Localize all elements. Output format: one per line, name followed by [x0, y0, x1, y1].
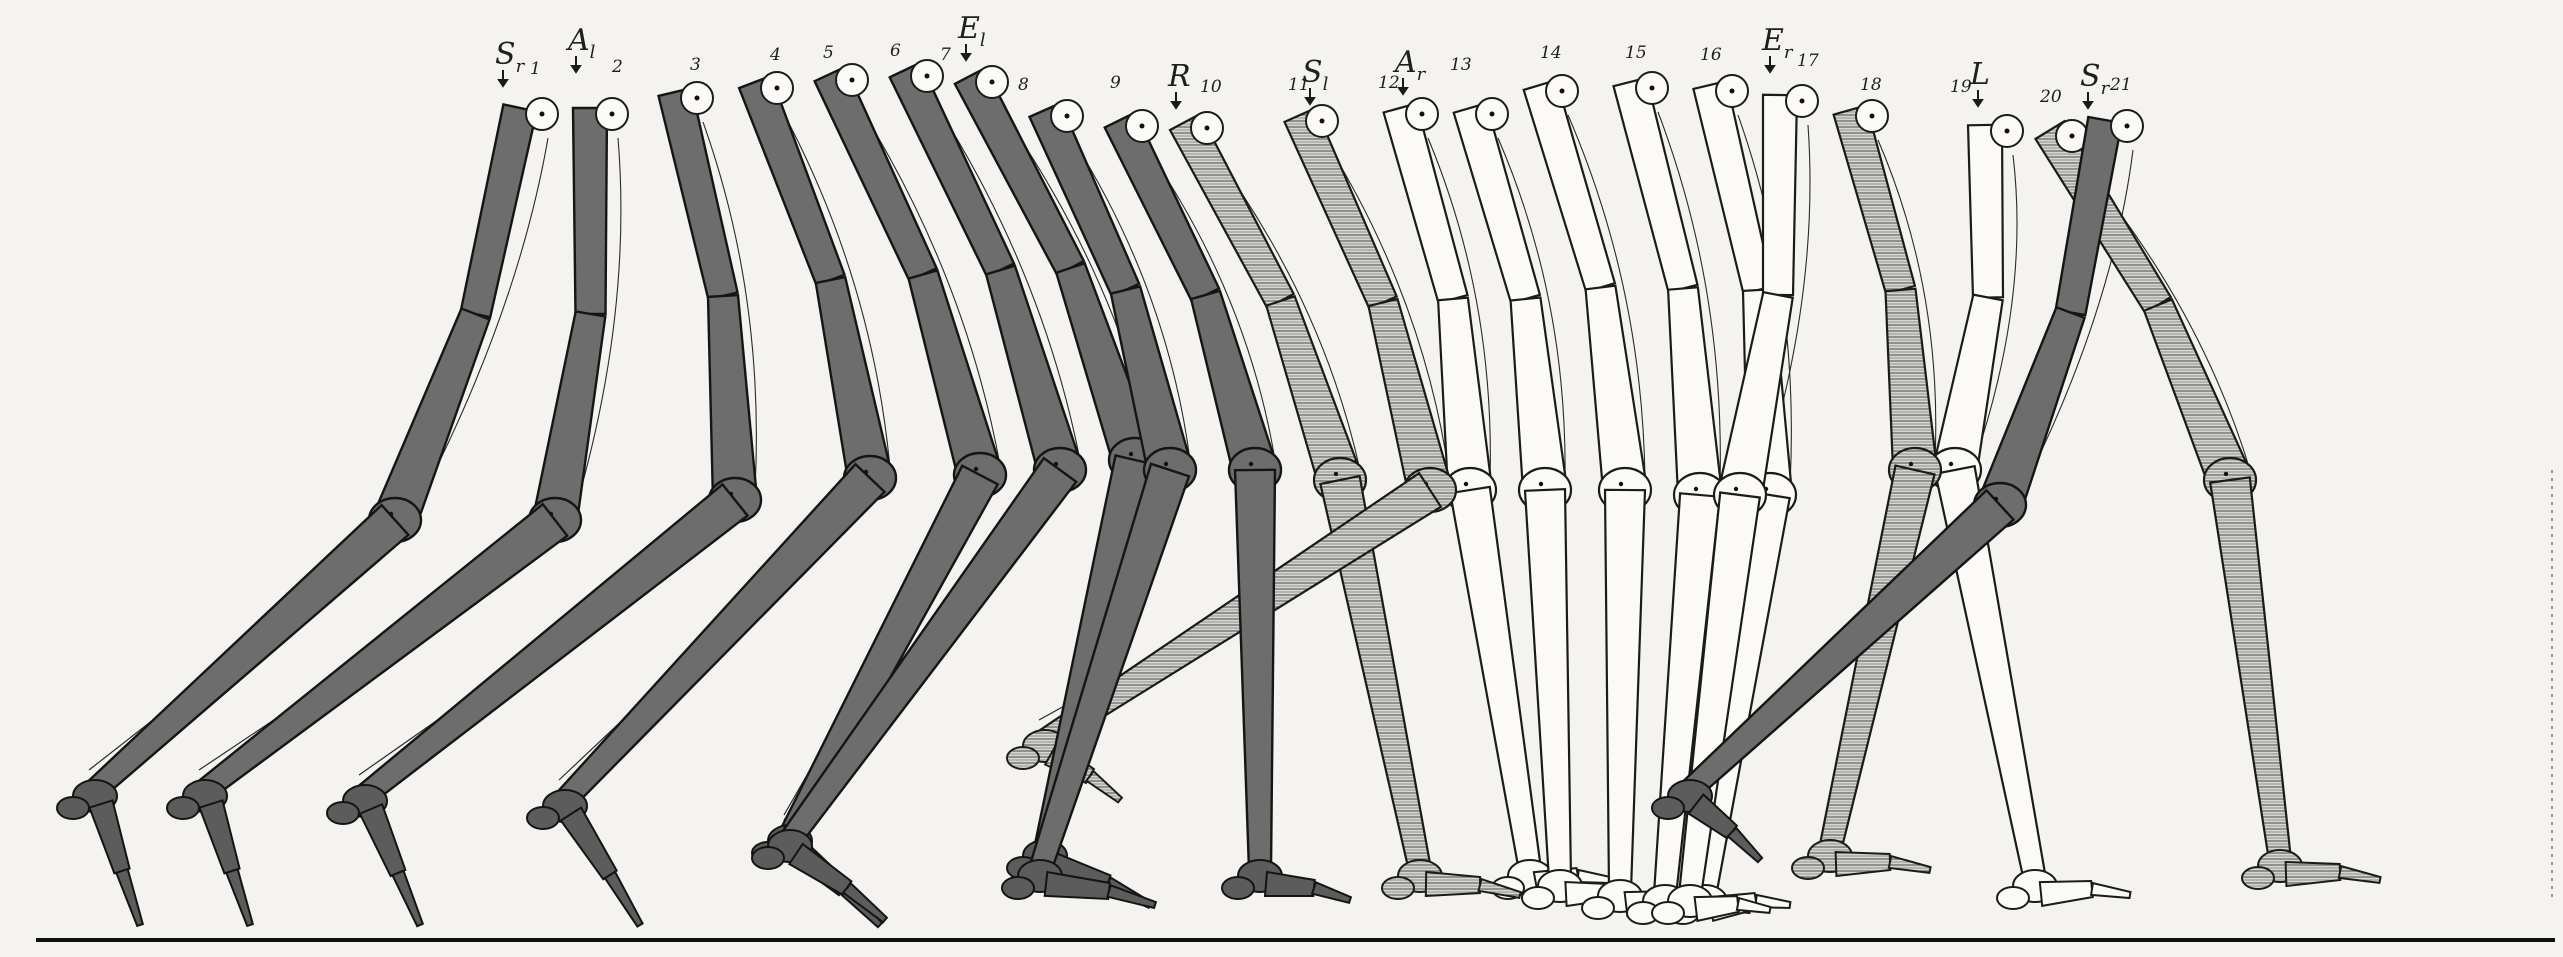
- femoral-head-dot: [1800, 99, 1805, 104]
- heel-bone: [1222, 877, 1254, 899]
- femoral-head-dot: [2005, 129, 2010, 134]
- heel-bone: [1652, 902, 1684, 924]
- knee-dot: [974, 467, 978, 471]
- phase-number-2: 2: [611, 57, 623, 77]
- heel-bone: [327, 802, 359, 824]
- femoral-head-dot: [1420, 112, 1425, 117]
- femoral-head-dot: [695, 96, 700, 101]
- femoral-head-dot: [1205, 126, 1210, 131]
- femoral-head-dot: [540, 112, 545, 117]
- phase-number-5: 5: [823, 43, 834, 63]
- femoral-head-dot: [925, 74, 930, 79]
- heel-bone: [1382, 877, 1414, 899]
- knee-dot: [1164, 462, 1168, 466]
- phase-number-15: 15: [1625, 43, 1647, 63]
- femoral-head-dot: [990, 80, 995, 85]
- heel-bone: [1652, 797, 1684, 819]
- femoral-head-dot: [1730, 89, 1735, 94]
- knee-dot: [2224, 472, 2228, 476]
- knee-dot: [1619, 482, 1623, 486]
- heel-bone: [527, 807, 559, 829]
- phase-number-16: 16: [1700, 45, 1722, 65]
- knee-dot: [1464, 482, 1468, 486]
- heel-bone: [167, 797, 199, 819]
- femur-upper: [1968, 125, 2003, 298]
- phase-number-3: 3: [690, 55, 701, 75]
- femoral-head-dot: [2125, 124, 2130, 129]
- phase-number-19: 19: [1950, 77, 1972, 97]
- femoral-head-dot: [1560, 89, 1565, 94]
- phase-number-21: 21: [2109, 75, 2132, 95]
- heel-bone: [752, 847, 784, 869]
- metatarsal: [1426, 872, 1480, 896]
- heel-bone: [2242, 867, 2274, 889]
- femoral-head-dot: [1870, 114, 1875, 119]
- femoral-head-dot: [1650, 86, 1655, 91]
- gait-event-marker-L: L: [1969, 57, 1990, 92]
- phase-number-1: 1: [530, 59, 541, 79]
- knee-dot: [1539, 482, 1543, 486]
- phase-number-4: 4: [769, 45, 781, 65]
- femoral-head-dot: [610, 112, 615, 117]
- phase-number-7: 7: [940, 45, 951, 65]
- phase-number-14: 14: [1540, 43, 1562, 63]
- heel-bone: [1522, 887, 1554, 909]
- femoral-head-dot: [1320, 119, 1325, 124]
- femoral-head-dot: [850, 78, 855, 83]
- heel-bone: [1792, 857, 1824, 879]
- knee-dot: [1129, 452, 1133, 456]
- femoral-head-dot: [775, 86, 780, 91]
- phase-number-17: 17: [1797, 51, 1819, 71]
- knee-dot: [1909, 462, 1913, 466]
- phase-number-18: 18: [1860, 75, 1882, 95]
- phase-number-9: 9: [1110, 73, 1121, 93]
- femoral-head-dot: [1065, 114, 1070, 119]
- knee-dot: [1334, 472, 1338, 476]
- gait-event-marker-R: R: [1167, 59, 1191, 94]
- femur-upper: [1763, 95, 1797, 295]
- phase-number-20: 20: [2039, 87, 2062, 107]
- phase-number-8: 8: [1018, 75, 1029, 95]
- femoral-head-dot: [1140, 124, 1145, 129]
- knee-dot: [1694, 487, 1698, 491]
- heel-bone: [57, 797, 89, 819]
- heel-bone: [1582, 897, 1614, 919]
- phase-number-6: 6: [890, 41, 901, 61]
- heel-bone: [1007, 747, 1039, 769]
- phase-number-13: 13: [1450, 55, 1472, 75]
- phase-number-10: 10: [1200, 77, 1222, 97]
- knee-dot: [1734, 487, 1738, 491]
- knee-dot: [1949, 462, 1953, 466]
- femoral-head-dot: [2070, 134, 2075, 139]
- femoral-head-dot: [1490, 112, 1495, 117]
- knee-dot: [1249, 462, 1253, 466]
- heel-bone: [1002, 877, 1034, 899]
- femur-upper: [573, 108, 607, 314]
- heel-bone: [1997, 887, 2029, 909]
